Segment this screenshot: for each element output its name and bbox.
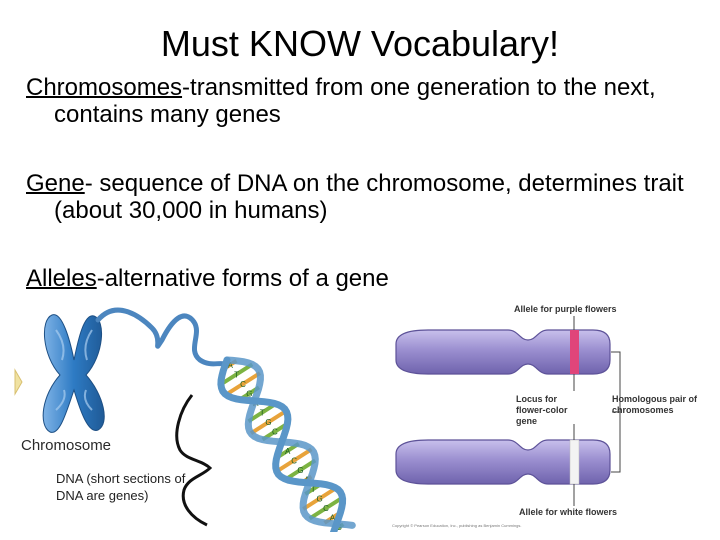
base-letter: A bbox=[330, 514, 336, 523]
term-gene: Gene bbox=[26, 170, 85, 197]
base-letter: G bbox=[246, 389, 252, 398]
copyright-note: Copyright © Pearson Education, Inc., pub… bbox=[392, 523, 522, 528]
base-letter: C bbox=[323, 504, 329, 513]
base-letter: T bbox=[260, 409, 265, 418]
definition-chromosomes: Chromosomes-transmitted from one generat… bbox=[26, 74, 720, 128]
base-letter: C bbox=[272, 428, 278, 437]
definition-gene-text: - sequence of DNA on the chromosome, det… bbox=[54, 170, 684, 224]
label-pointers bbox=[573, 316, 621, 506]
locus-label: Locus for flower-color gene bbox=[516, 394, 568, 426]
base-letter: G bbox=[265, 418, 271, 427]
base-pair-rung bbox=[275, 447, 313, 474]
base-letter: T bbox=[311, 485, 316, 494]
bracket-icon bbox=[175, 394, 213, 527]
helix-backbone bbox=[223, 356, 356, 529]
term-chromosomes: Chromosomes bbox=[26, 74, 183, 101]
base-pair-rung bbox=[247, 402, 277, 423]
allele-band-white bbox=[569, 439, 580, 485]
dna-label: DNA (short sections of DNA are genes) bbox=[56, 471, 186, 503]
base-pair-rung bbox=[308, 495, 344, 521]
helix-backbone bbox=[217, 356, 347, 532]
base-pair-rung bbox=[284, 458, 317, 481]
definition-chromosomes-text: -transmitted from one generation to the … bbox=[54, 74, 656, 128]
base-pair-rung bbox=[219, 362, 254, 386]
chromosome-white-allele bbox=[395, 439, 611, 485]
term-alleles: Alleles bbox=[26, 265, 97, 292]
base-letter: T bbox=[234, 370, 239, 379]
chromosome-purple-allele bbox=[395, 329, 611, 375]
definition-gene: Gene- sequence of DNA on the chromosome,… bbox=[26, 170, 720, 224]
base-pair-rung bbox=[249, 409, 288, 435]
base-letter: A bbox=[228, 361, 234, 370]
slide-title: Must KNOW Vocabulary! bbox=[160, 23, 560, 64]
base-letter: C bbox=[291, 456, 297, 465]
definition-alleles: Alleles-alternative forms of a gene bbox=[26, 265, 720, 292]
base-letter: C bbox=[240, 380, 246, 389]
base-letter: A bbox=[285, 447, 291, 456]
chromosome-icon bbox=[42, 314, 105, 433]
allele-white-label: Allele for white flowers bbox=[519, 507, 618, 517]
definition-alleles-text: -alternative forms of a gene bbox=[96, 265, 389, 292]
allele-purple-label: Allele for purple flowers bbox=[514, 304, 617, 314]
base-pair-rung bbox=[224, 371, 262, 397]
dna-strand-icon bbox=[95, 307, 230, 369]
base-letter: G bbox=[317, 495, 323, 504]
homologous-pair-label: Homologous pair of chromosomes bbox=[612, 394, 697, 415]
homologous-chromosomes-figure bbox=[395, 316, 621, 506]
allele-band-purple bbox=[570, 330, 579, 374]
chromosome-label: Chromosome bbox=[21, 437, 112, 454]
base-pair-rung bbox=[302, 486, 338, 511]
slide-marker-icon bbox=[14, 368, 23, 396]
base-letter: G bbox=[297, 466, 303, 475]
